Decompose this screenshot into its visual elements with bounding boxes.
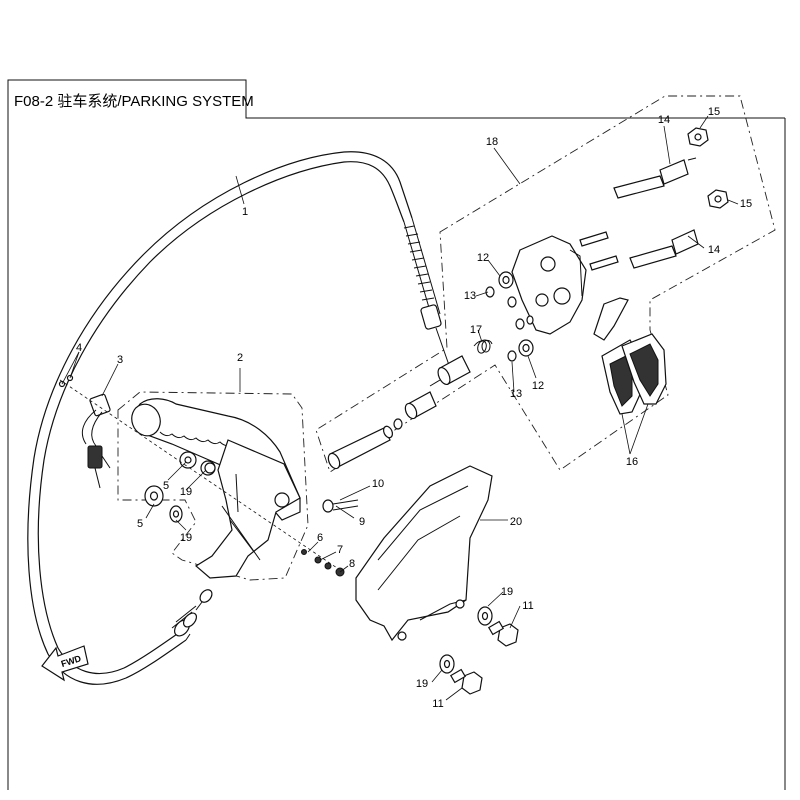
guide-nuts (687, 127, 729, 209)
link-pin (327, 355, 471, 470)
forward-arrow: FWD (41, 645, 89, 682)
callout-7: 7 (337, 544, 343, 556)
callout-11a: 11 (522, 600, 533, 612)
callout-13b: 13 (510, 388, 522, 400)
callout-10: 10 (372, 478, 384, 490)
diagram-title: F08-2 驻车系统/PARKING SYSTEM (14, 93, 254, 110)
callout-12b: 12 (532, 380, 544, 392)
callout-15b: 15 (740, 198, 752, 210)
caliper-body (511, 235, 587, 335)
callout-13a: 13 (464, 290, 476, 302)
lever-assembly-outline (117, 391, 309, 581)
callout-6: 6 (317, 532, 323, 544)
callout-19c: 19 (501, 586, 513, 598)
parking-brake-handle (131, 398, 301, 579)
callout-14b: 14 (708, 244, 720, 256)
callout-8: 8 (349, 558, 355, 570)
callout-20: 20 (510, 516, 522, 528)
callout-1: 1 (242, 206, 248, 218)
cover-fasteners (439, 606, 519, 695)
brake-switch (58, 374, 111, 489)
callout-15a: 15 (708, 106, 720, 118)
return-spring (473, 339, 493, 354)
callout-19b: 19 (180, 532, 192, 544)
guide-pins (579, 157, 699, 271)
callout-5b: 5 (137, 518, 143, 530)
callout-19a: 19 (180, 486, 192, 498)
brake-cable (27, 151, 451, 685)
callout-16: 16 (626, 456, 638, 468)
callout-labels: 1 2 3 4 5 5 19 19 6 7 8 9 10 20 19 11 19… (76, 106, 752, 710)
callout-14a: 14 (658, 114, 670, 126)
caliper-assembly-outline (315, 95, 776, 473)
lever-cover (355, 465, 493, 642)
leader-lines (61, 115, 739, 701)
lever-washers (144, 485, 183, 523)
callout-2: 2 (237, 352, 243, 364)
brake-pads (593, 297, 667, 415)
callout-18: 18 (486, 136, 498, 148)
callout-19d: 19 (416, 678, 428, 690)
pivot-bolt (59, 379, 359, 577)
callout-17: 17 (470, 324, 482, 336)
callout-5a: 5 (163, 480, 169, 492)
caliper-washers (485, 271, 534, 362)
callout-3: 3 (117, 354, 123, 366)
callout-9: 9 (359, 516, 365, 528)
callout-11b: 11 (432, 698, 443, 710)
drawing-frame (7, 79, 786, 790)
callout-12a: 12 (477, 252, 489, 264)
callout-4: 4 (76, 342, 82, 354)
